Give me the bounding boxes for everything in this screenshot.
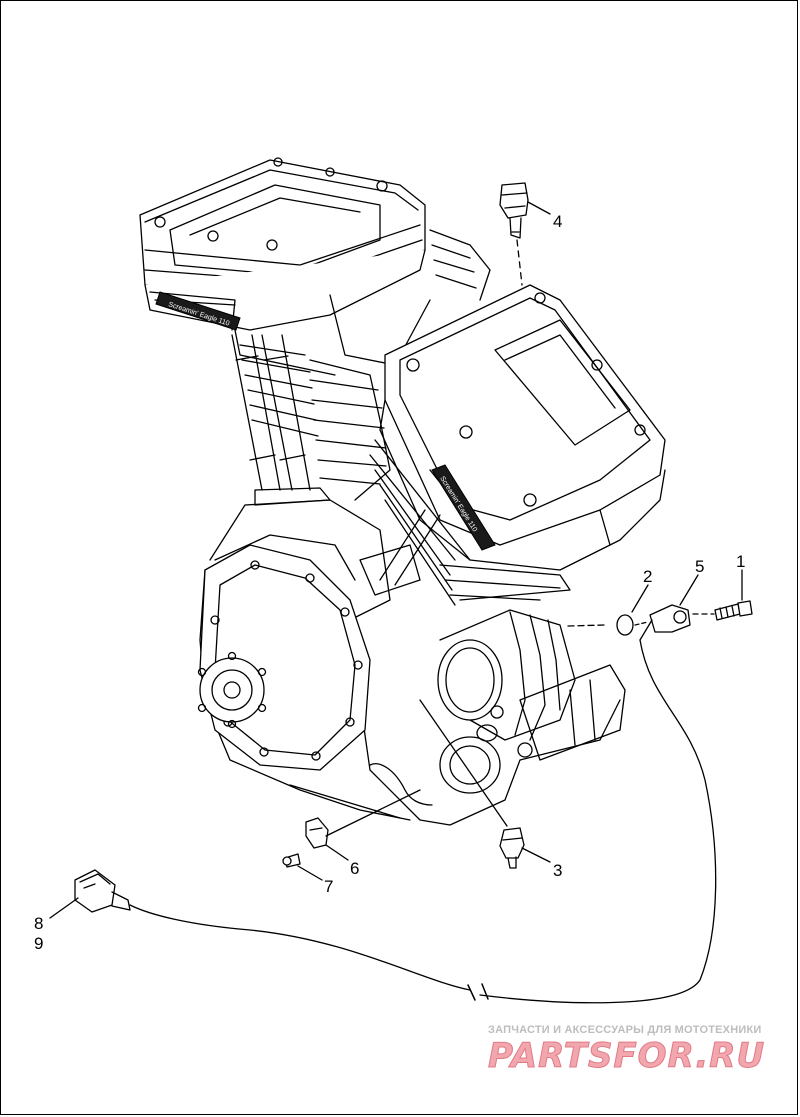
leader-5 bbox=[679, 574, 699, 606]
crankshaft-hub bbox=[197, 651, 267, 729]
leader-2 bbox=[631, 584, 649, 613]
leader-4-dashed bbox=[516, 239, 523, 286]
connector-8-9 bbox=[74, 869, 131, 913]
screw-1 bbox=[714, 600, 753, 621]
leader-6 bbox=[325, 844, 349, 861]
callout-3: 3 bbox=[553, 861, 563, 880]
callout-7: 7 bbox=[324, 877, 334, 896]
leader-4 bbox=[527, 201, 551, 215]
front-pushrod-tubes bbox=[359, 509, 441, 596]
callout-9: 9 bbox=[34, 934, 44, 953]
leader-3 bbox=[521, 847, 551, 863]
crank-position-sensor-5 bbox=[639, 604, 691, 641]
callout-5: 5 bbox=[695, 557, 705, 576]
leader-7 bbox=[297, 865, 323, 881]
cam-cover bbox=[199, 544, 371, 771]
watermark-tagline: ЗАПЧАСТИ И АКСЕССУАРЫ ДЛЯ МОТОТЕХНИКИ bbox=[488, 1024, 762, 1036]
sensor-harness bbox=[129, 639, 717, 1004]
oil-pressure-sender-4 bbox=[499, 182, 529, 239]
clip-6 bbox=[305, 817, 329, 849]
pushrod-tubes bbox=[231, 334, 331, 506]
watermark-brand: PARTSFOR.RU bbox=[488, 1036, 766, 1077]
leader-2-dashed-b bbox=[634, 621, 649, 626]
oil-filter-boss bbox=[439, 724, 501, 794]
crankcase bbox=[199, 499, 621, 826]
leader-6-line bbox=[325, 789, 421, 837]
leader-3-line bbox=[419, 699, 508, 827]
screw-7 bbox=[282, 853, 301, 868]
callout-2: 2 bbox=[643, 567, 653, 586]
oil-pressure-switch-3 bbox=[499, 827, 525, 869]
leader-2-dashed bbox=[567, 624, 606, 627]
rear-cylinder-fins bbox=[234, 229, 491, 501]
callout-6: 6 bbox=[350, 859, 360, 878]
leader-8 bbox=[49, 897, 79, 919]
starter-motor bbox=[437, 609, 626, 761]
front-rocker-cover bbox=[384, 284, 666, 546]
callout-8: 8 bbox=[34, 914, 44, 933]
callout-4: 4 bbox=[553, 212, 563, 231]
front-cylinder-fins bbox=[369, 439, 571, 606]
o-ring-2 bbox=[616, 614, 634, 636]
callout-1: 1 bbox=[736, 552, 746, 571]
